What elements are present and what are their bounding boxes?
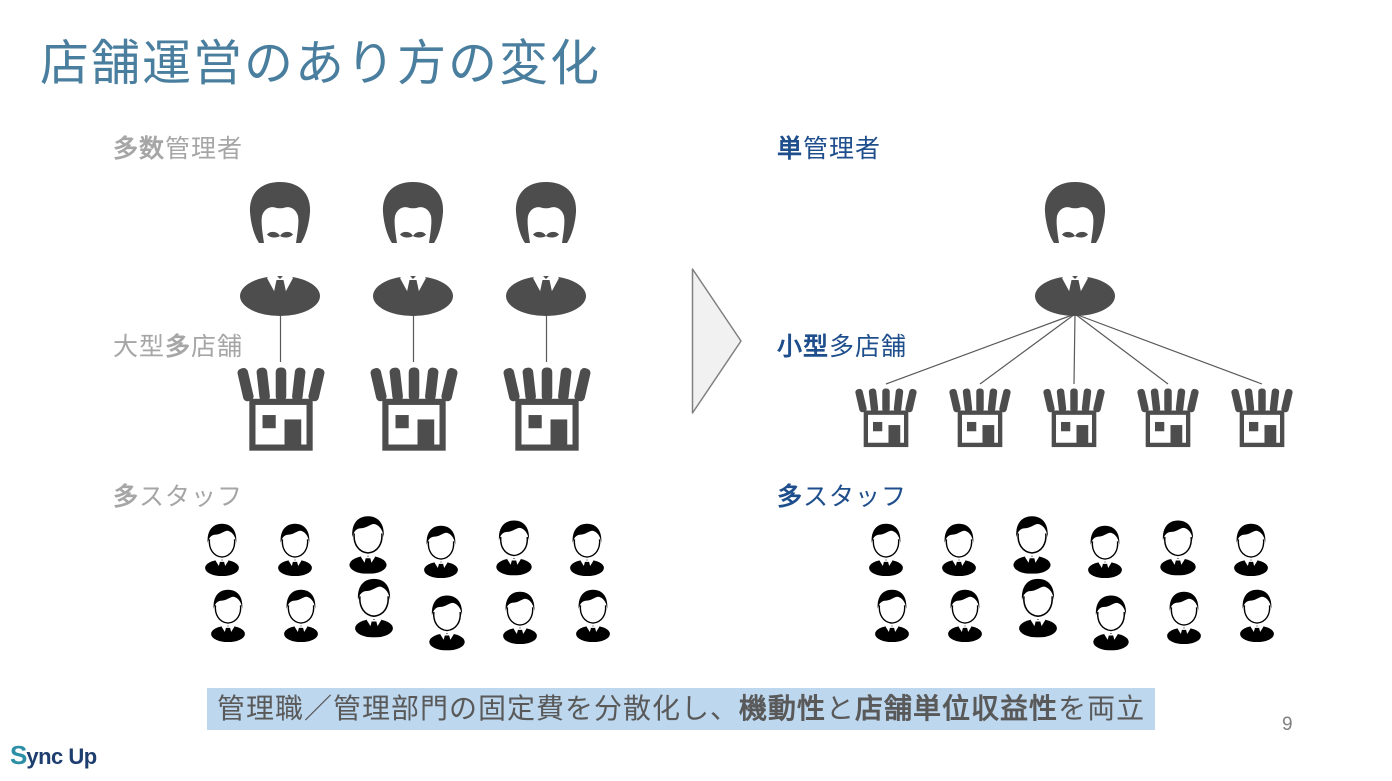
after-staff-row-2 <box>866 586 1283 642</box>
staff-icon <box>567 586 619 642</box>
caption-text: を両立 <box>1058 693 1146 724</box>
staff-icon <box>202 586 254 642</box>
caption-text-bold: 機動性 <box>739 693 827 724</box>
caption-text: と <box>826 693 856 724</box>
label-segment-bold: 多 <box>113 483 140 511</box>
staff-icon <box>1009 575 1067 638</box>
after-managers-label: 単管理者 <box>777 129 881 165</box>
transition-arrow-icon <box>691 268 742 414</box>
caption-banner: 管理職／管理部門の固定費を分散化し、機動性と店舗単位収益性を両立 <box>207 688 1156 730</box>
label-segment-bold: 多 <box>777 483 804 511</box>
staff-icon <box>933 520 985 576</box>
after-store-row <box>855 386 1293 448</box>
before-store-row <box>237 364 591 452</box>
before-stores-label: 大型多店舗 <box>113 327 243 363</box>
manager-icon <box>1023 178 1127 316</box>
staff-icon <box>1079 522 1131 578</box>
staff-icon <box>1225 520 1277 576</box>
staff-icon <box>1084 592 1139 651</box>
label-segment: 大型 <box>113 333 166 361</box>
staff-icon <box>1158 588 1210 644</box>
staff-icon <box>196 520 248 576</box>
staff-icon <box>1151 517 1206 576</box>
label-segment-bold: 多数 <box>113 135 166 163</box>
before-manager-row <box>228 178 598 316</box>
label-segment: 管理者 <box>803 135 882 163</box>
store-icon <box>855 386 917 448</box>
label-segment: スタッフ <box>803 483 908 511</box>
label-segment-bold: 多 <box>165 333 192 361</box>
store-icon <box>949 386 1011 448</box>
after-staff-row-1 <box>860 520 1283 576</box>
store-icon <box>237 364 325 452</box>
store-icon <box>503 364 591 452</box>
label-segment-bold: 単 <box>777 135 804 163</box>
store-icon <box>1231 386 1293 448</box>
manager-icon <box>228 178 332 316</box>
before-managers-label: 多数管理者 <box>113 129 243 165</box>
label-segment: 多店舗 <box>829 333 908 361</box>
staff-icon <box>420 592 475 651</box>
page-title: 店舗運営のあり方の変化 <box>40 37 602 91</box>
staff-icon <box>339 512 396 574</box>
after-staff-group <box>860 520 1283 642</box>
before-staff-row-1 <box>196 520 619 576</box>
label-segment-bold: 小型 <box>777 333 830 361</box>
staff-icon <box>415 522 467 578</box>
staff-icon <box>939 586 991 642</box>
staff-icon <box>494 588 546 644</box>
staff-icon <box>860 520 912 576</box>
manager-icon <box>494 178 598 316</box>
caption-text-bold: 店舗単位収益性 <box>855 693 1059 724</box>
label-segment: 管理者 <box>165 135 244 163</box>
staff-icon <box>866 586 918 642</box>
caption-text: 管理職／管理部門の固定費を分散化し、 <box>217 693 740 724</box>
logo-text: ync Up <box>26 744 97 769</box>
before-staff-row-2 <box>202 586 619 642</box>
staff-icon <box>487 517 542 576</box>
staff-icon <box>345 575 403 638</box>
before-staff-group <box>196 520 619 642</box>
label-segment: スタッフ <box>139 483 244 511</box>
manager-icon <box>361 178 465 316</box>
store-icon <box>1137 386 1199 448</box>
after-staff-label: 多スタッフ <box>777 477 907 513</box>
staff-icon <box>561 520 613 576</box>
before-staff-label: 多スタッフ <box>113 477 243 513</box>
page-number: 9 <box>1282 714 1293 735</box>
after-stores-label: 小型多店舗 <box>777 327 907 363</box>
staff-icon <box>269 520 321 576</box>
staff-icon <box>1231 586 1283 642</box>
label-segment: 店舗 <box>191 333 244 361</box>
logo-initial: S <box>10 740 27 770</box>
store-icon <box>370 364 458 452</box>
store-icon <box>1043 386 1105 448</box>
staff-icon <box>275 586 327 642</box>
after-manager-row <box>1023 178 1127 316</box>
staff-icon <box>1003 512 1060 574</box>
